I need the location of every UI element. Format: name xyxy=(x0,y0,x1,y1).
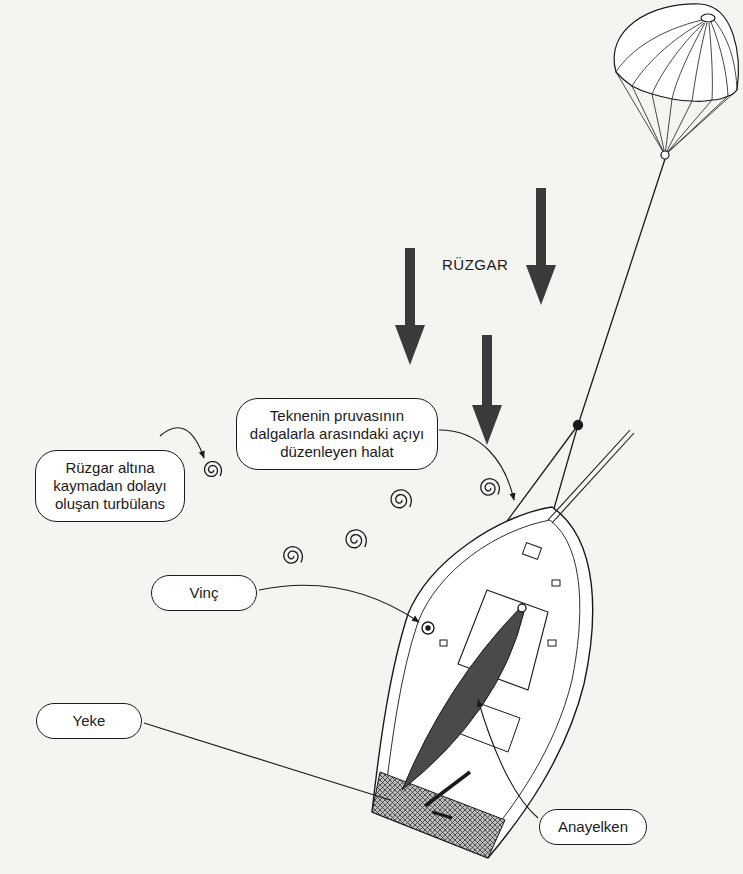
turbulence-spirals xyxy=(205,462,500,564)
bridle-junction xyxy=(574,421,583,430)
sailboat xyxy=(372,430,634,858)
callout-text: Anayelken xyxy=(550,818,636,836)
callout-text: Rüzgar altına kaymadan dolayı oluşan tur… xyxy=(46,459,174,513)
rudder-head xyxy=(432,812,452,818)
turbulence-spiral xyxy=(284,547,303,563)
leader-lines xyxy=(144,428,538,818)
wind-arrow xyxy=(395,248,425,365)
rode-line xyxy=(578,159,665,425)
mainsail xyxy=(402,608,524,790)
callout-box: Anayelken xyxy=(539,809,647,845)
callout-box: Rüzgar altına kaymadan dolayı oluşan tur… xyxy=(35,450,185,522)
mast xyxy=(518,604,526,612)
callout-box: Teknenin pruvasının dalgalarla arasındak… xyxy=(236,398,438,470)
shroud-lines xyxy=(616,72,737,155)
fore-hatch xyxy=(522,543,541,560)
canopy-gores xyxy=(616,20,737,101)
swivel-ring xyxy=(661,151,669,159)
winch xyxy=(422,622,434,634)
turbulence-spiral xyxy=(205,462,222,477)
callout-text: Teknenin pruvasının dalgalarla arasındak… xyxy=(247,407,427,461)
turbulence-spiral xyxy=(391,490,411,508)
deck-fitting xyxy=(548,640,556,646)
leader-line xyxy=(259,585,419,622)
winch-drum xyxy=(426,626,430,630)
leader-line xyxy=(439,430,514,500)
parachute-vent xyxy=(701,14,715,22)
deck-fitting xyxy=(552,580,560,586)
callout-box: Vinç xyxy=(151,575,257,611)
turbulence-spiral xyxy=(346,530,366,548)
stern-cockpit xyxy=(372,772,505,858)
turbulence-spiral xyxy=(481,479,500,495)
leader-line xyxy=(144,723,390,800)
wind-arrow xyxy=(472,335,502,445)
callout-text: Vinç xyxy=(162,584,246,602)
bow-pole xyxy=(548,430,634,523)
tiller xyxy=(425,772,470,806)
deck-fitting xyxy=(440,640,447,646)
leader-line xyxy=(478,700,538,818)
wind-arrow xyxy=(526,188,556,305)
callout-text: Yeke xyxy=(47,712,131,730)
hull xyxy=(372,507,593,858)
parachute xyxy=(614,4,738,159)
wind-label: RÜZGAR xyxy=(442,256,508,273)
callout-box: Yeke xyxy=(36,703,142,739)
